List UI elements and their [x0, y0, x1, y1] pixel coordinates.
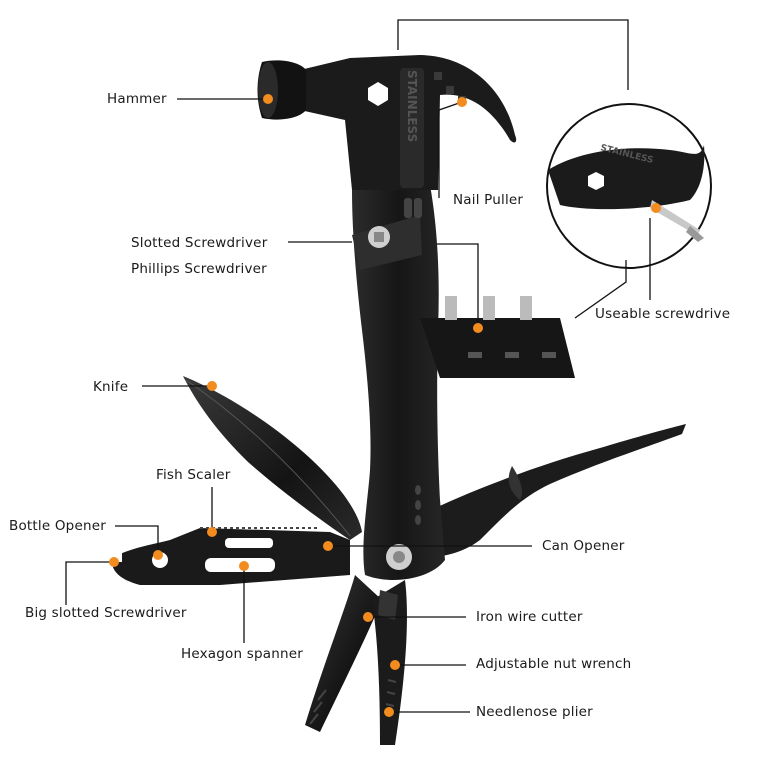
- marker-bottle-opener: [153, 550, 163, 560]
- label-fish-scaler: Fish Scaler: [156, 467, 231, 483]
- stainless-embossing: STAINLESS: [405, 70, 419, 142]
- label-big-slotted-screwdriver: Big slotted Screwdriver: [25, 605, 187, 621]
- label-useable-screwdriver: Useable screwdrive: [595, 306, 731, 322]
- marker-wire-cutter: [363, 612, 373, 622]
- multi-tool-plate: [110, 527, 350, 585]
- marker-bit-holder: [473, 323, 483, 333]
- label-needlenose-plier: Needlenose plier: [476, 704, 593, 720]
- marker-knife: [207, 381, 217, 391]
- marker-nail-puller: [457, 97, 467, 107]
- markers: [109, 94, 661, 717]
- marker-nut-wrench: [390, 660, 400, 670]
- marker-fish-scaler: [207, 527, 217, 537]
- label-nail-puller: Nail Puller: [453, 192, 524, 208]
- marker-can-opener: [323, 541, 333, 551]
- bit-holder: [420, 296, 575, 378]
- label-iron-wire-cutter: Iron wire cutter: [476, 609, 583, 625]
- hammer-head: STAINLESS: [257, 55, 517, 190]
- marker-big-slotted: [109, 557, 119, 567]
- magnifier-inset: STAINLESS: [546, 103, 712, 269]
- label-hammer: Hammer: [107, 91, 167, 107]
- main-handle: [352, 185, 445, 580]
- label-can-opener: Can Opener: [542, 538, 625, 554]
- leader-lines: [65, 19, 651, 713]
- marker-useable-screwdriver: [651, 203, 661, 213]
- pliers: [305, 575, 407, 745]
- label-phillips-screwdriver: Phillips Screwdriver: [131, 261, 267, 277]
- label-adjustable-nut-wrench: Adjustable nut wrench: [476, 656, 632, 672]
- knife-blade: [183, 376, 362, 540]
- label-slotted-screwdriver: Slotted Screwdriver: [131, 235, 268, 251]
- marker-hammer: [263, 94, 273, 104]
- marker-needlenose: [384, 707, 394, 717]
- marker-hexagon-spanner: [239, 561, 249, 571]
- can-opener-arm: [410, 424, 686, 557]
- label-bottle-opener: Bottle Opener: [9, 518, 106, 534]
- label-hexagon-spanner: Hexagon spanner: [181, 646, 304, 662]
- label-knife: Knife: [93, 379, 129, 395]
